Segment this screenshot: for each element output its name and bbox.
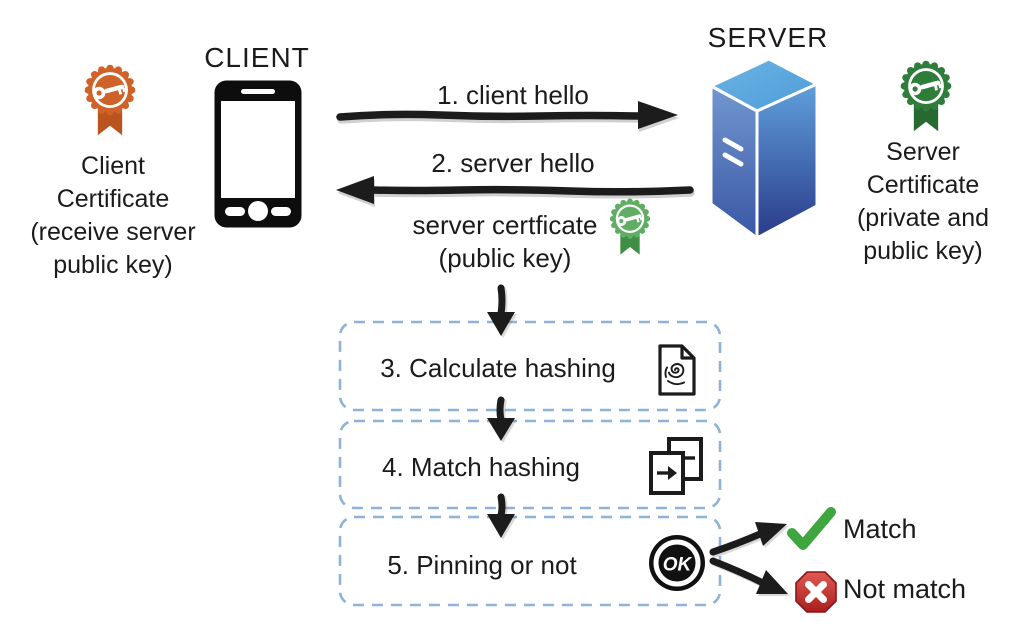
server-title: SERVER [707, 22, 829, 53]
fingerprint-document-icon [658, 344, 696, 396]
note-certificate-badge-icon [608, 197, 652, 255]
client-hello-arrow [336, 101, 678, 129]
server-icon [709, 57, 819, 240]
server-hello-label: 2. server hello [431, 148, 595, 178]
server-certificate-caption: Server Certificate (private and public k… [856, 138, 990, 265]
client-certificate-badge-icon [83, 63, 137, 136]
match-check-icon [787, 507, 836, 550]
ok-stamp-icon: OK [649, 535, 705, 591]
server-hello-arrow [336, 176, 694, 204]
match-outcome-arrow [709, 522, 787, 556]
not-match-cross-icon [795, 571, 837, 613]
not-match-label: Not match [843, 574, 967, 604]
step3-label: 3. Calculate hashing [380, 353, 616, 383]
step4-label: 4. Match hashing [381, 452, 580, 482]
step4-box [338, 419, 722, 510]
server-certificate-badge-icon [899, 59, 953, 132]
flow-arrow-to-step4 [487, 396, 515, 441]
flow-arrow-to-step5 [487, 493, 515, 538]
not-match-outcome-arrow [709, 557, 788, 594]
client-title: CLIENT [204, 42, 310, 73]
compare-documents-icon [649, 437, 703, 495]
flow-arrow-to-step3 [487, 284, 515, 336]
step3-box [338, 320, 722, 412]
ok-stamp-text: OK [663, 555, 693, 576]
step5-label: 5. Pinning or not [387, 550, 577, 580]
server-vent-lines [722, 137, 744, 167]
client-certificate-caption: Client Certificate (receive server publi… [30, 152, 196, 279]
client-hello-label: 1. client hello [437, 80, 589, 110]
match-label: Match [843, 514, 917, 544]
smartphone-icon [214, 80, 302, 228]
server-certificate-note: server certficate (public key) [412, 210, 598, 273]
